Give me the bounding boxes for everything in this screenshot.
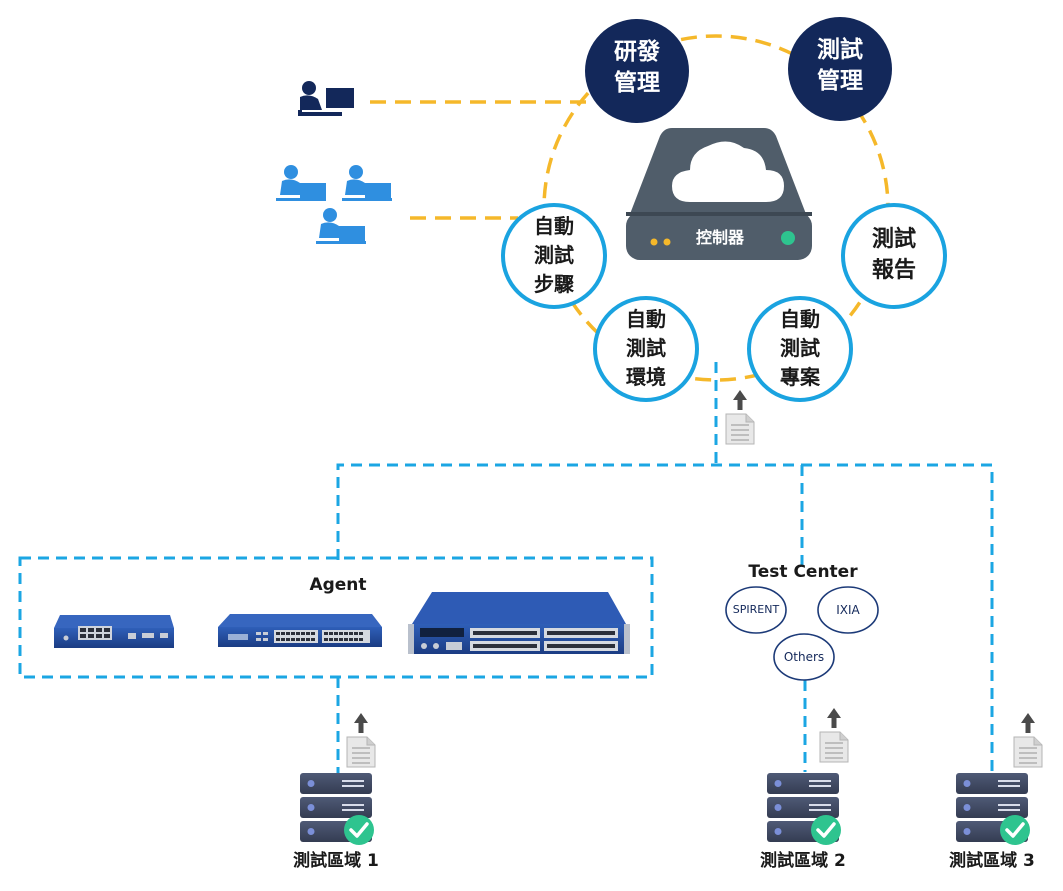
rd-management-label: 研發 管理 (597, 37, 677, 99)
auto-test-env-line-3: 環境 (626, 365, 666, 389)
user-desk-icon (342, 165, 392, 201)
test-management-line-2: 管理 (817, 68, 863, 94)
upload-document-icon (819, 708, 849, 763)
auto-test-steps-line-2: 測試 (534, 243, 574, 267)
rd-management-line-2: 管理 (614, 70, 660, 96)
user-desk-icon (316, 208, 366, 244)
auto-test-project-circle (747, 296, 853, 402)
vendor-ixia-oval (817, 586, 879, 634)
test-management-circle (788, 17, 892, 121)
check-icon (811, 815, 841, 845)
auto-test-steps-label: 自動 測試 步驟 (514, 212, 594, 299)
network-device-medium (218, 614, 382, 647)
vendor-spirent-label: SPIRENT (732, 603, 780, 616)
test-report-line-1: 測試 (871, 227, 916, 252)
check-icon (1000, 815, 1030, 845)
network-lines (18, 362, 994, 773)
network-device-small (54, 615, 174, 648)
auto-test-steps-line-3: 步驟 (534, 272, 574, 296)
vendor-ixia-label: IXIA (836, 603, 860, 617)
zone-1-label: 測試區域 1 (293, 851, 379, 871)
user-desk-icon (298, 81, 354, 116)
auto-test-project-line-1: 自動 (780, 307, 820, 331)
zone-3-label: 測試區域 3 (949, 851, 1035, 871)
auto-test-project-label: 自動 測試 專案 (760, 305, 840, 392)
vendor-others-label: Others (783, 650, 825, 664)
test-report-line-2: 報告 (871, 258, 916, 283)
network-device-large (408, 592, 630, 654)
test-center-title: Test Center (748, 562, 858, 582)
auto-test-project-line-3: 專案 (780, 365, 820, 389)
vendor-spirent-oval (725, 586, 787, 634)
test-report-label: 測試 報告 (854, 224, 934, 286)
rd-management-line-1: 研發 (614, 39, 660, 65)
test-management-line-1: 測試 (817, 37, 863, 63)
agent-title: Agent (309, 575, 367, 595)
upload-document-icon (1013, 713, 1043, 768)
auto-test-env-line-1: 自動 (626, 307, 666, 331)
zone-2-label: 測試區域 2 (760, 851, 846, 871)
auto-test-project-line-2: 測試 (780, 336, 820, 360)
cloud-icon (672, 141, 784, 202)
upload-document-icon (725, 390, 755, 445)
check-icon (344, 815, 374, 845)
rd-management-circle (585, 19, 689, 123)
controller-label: 控制器 (695, 228, 744, 247)
test-management-label: 測試 管理 (800, 35, 880, 97)
upload-document-icon (346, 713, 376, 768)
auto-test-env-line-2: 測試 (626, 336, 666, 360)
vendor-others-oval (773, 633, 835, 681)
auto-test-env-label: 自動 測試 環境 (606, 305, 686, 392)
user-desk-icon (276, 165, 326, 201)
auto-test-steps-line-1: 自動 (534, 214, 574, 238)
test-report-circle (841, 203, 947, 309)
auto-test-steps-circle (501, 203, 607, 309)
auto-test-env-circle (593, 296, 699, 402)
